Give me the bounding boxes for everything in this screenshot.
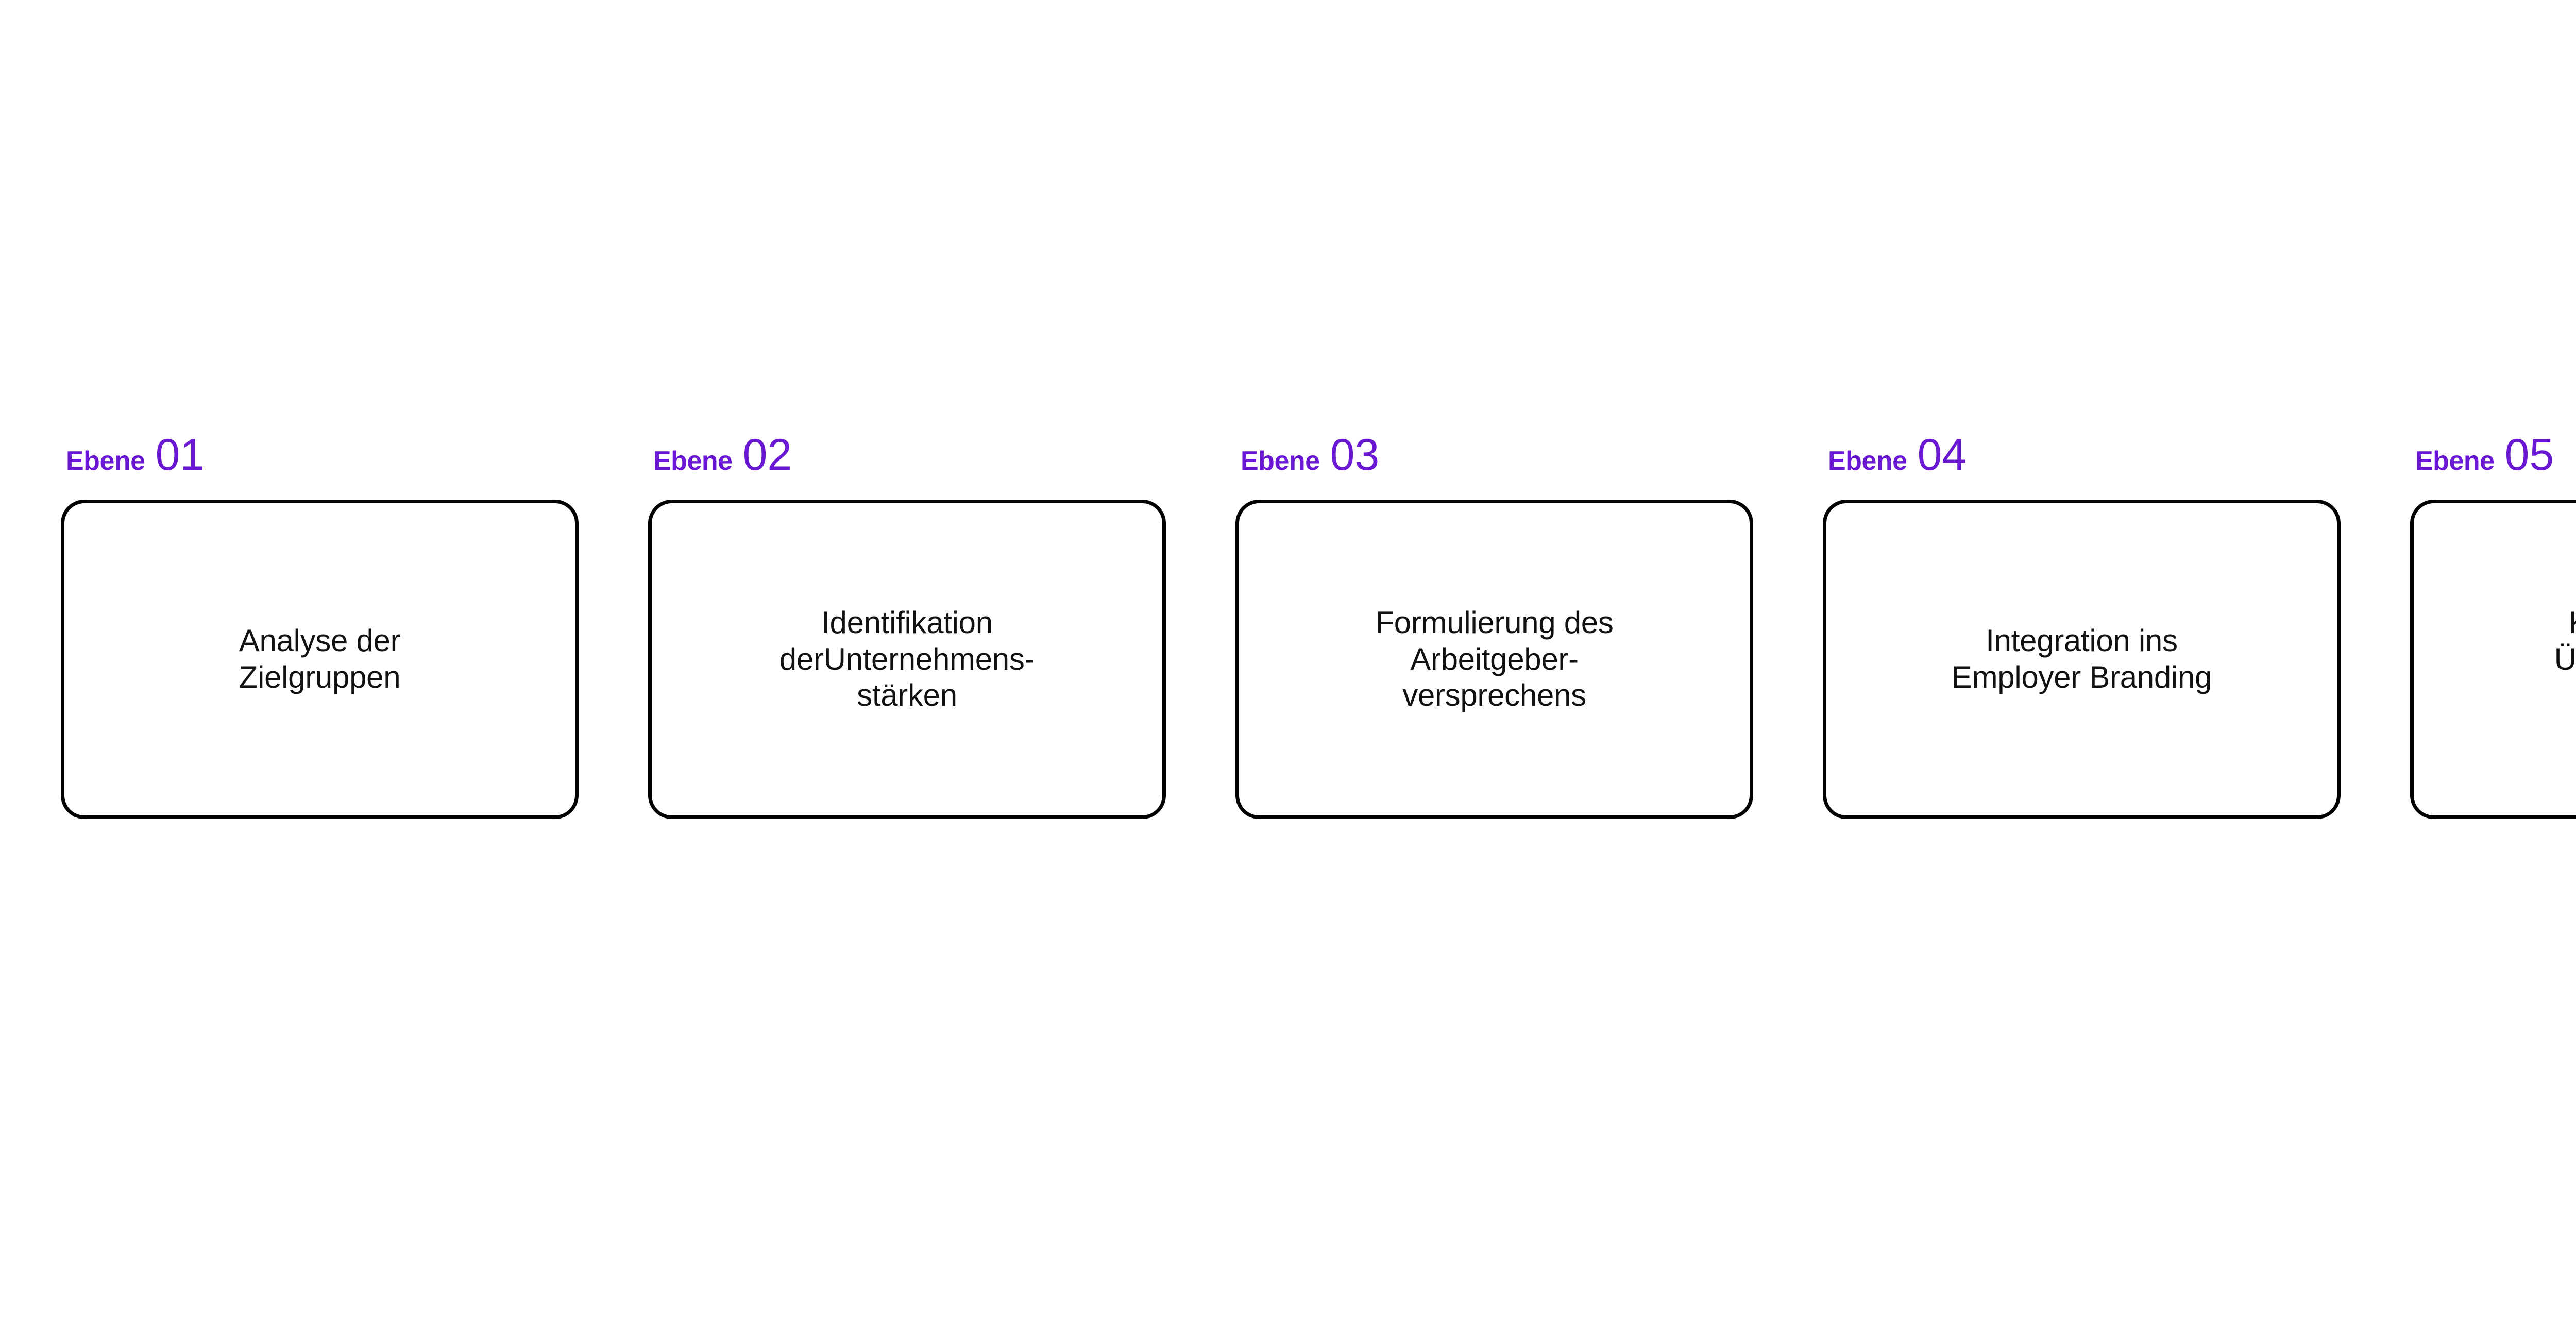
step-label-number-3: 03 — [1330, 430, 1380, 480]
process-step-2: Ebene 02 Identifikation derUnternehmens-… — [648, 433, 1166, 819]
step-card-text-5: Kontinuierliche Überprüfung und Optimier… — [2554, 605, 2576, 676]
step-label-word-2: Ebene — [653, 446, 733, 476]
process-step-1: Ebene 01 Analyse der Zielgruppen — [61, 433, 579, 819]
step-label-word-5: Ebene — [2415, 446, 2495, 476]
step-card-4[interactable]: Integration ins Employer Branding — [1823, 500, 2341, 819]
step-card-1[interactable]: Analyse der Zielgruppen — [61, 500, 579, 819]
step-label-4: Ebene 04 — [1828, 433, 1967, 500]
step-card-text-4: Integration ins Employer Branding — [1951, 623, 2212, 694]
step-label-word-3: Ebene — [1241, 446, 1320, 476]
step-label-1: Ebene 01 — [66, 433, 205, 500]
step-label-number-2: 02 — [742, 430, 792, 480]
step-label-word-1: Ebene — [66, 446, 145, 476]
step-card-5[interactable]: Kontinuierliche Überprüfung und Optimier… — [2410, 500, 2576, 819]
step-card-text-3: Formulierung des Arbeitgeber- verspreche… — [1375, 605, 1614, 713]
process-steps-row: Ebene 01 Analyse der Zielgruppen Ebene 0… — [61, 433, 2576, 819]
process-step-4: Ebene 04 Integration ins Employer Brandi… — [1823, 433, 2341, 819]
step-label-number-5: 05 — [2504, 430, 2554, 480]
step-card-3[interactable]: Formulierung des Arbeitgeber- verspreche… — [1235, 500, 1753, 819]
process-step-5: Ebene 05 Kontinuierliche Überprüfung und… — [2410, 433, 2576, 819]
step-label-number-1: 01 — [155, 430, 205, 480]
step-label-2: Ebene 02 — [653, 433, 792, 500]
step-card-2[interactable]: Identifikation derUnternehmens- stärken — [648, 500, 1166, 819]
step-label-number-4: 04 — [1917, 430, 1967, 480]
step-label-3: Ebene 03 — [1241, 433, 1379, 500]
process-step-3: Ebene 03 Formulierung des Arbeitgeber- v… — [1235, 433, 1753, 819]
step-label-5: Ebene 05 — [2415, 433, 2554, 500]
step-card-text-2: Identifikation derUnternehmens- stärken — [779, 605, 1035, 713]
step-card-text-1: Analyse der Zielgruppen — [239, 623, 401, 694]
step-label-word-4: Ebene — [1828, 446, 1907, 476]
